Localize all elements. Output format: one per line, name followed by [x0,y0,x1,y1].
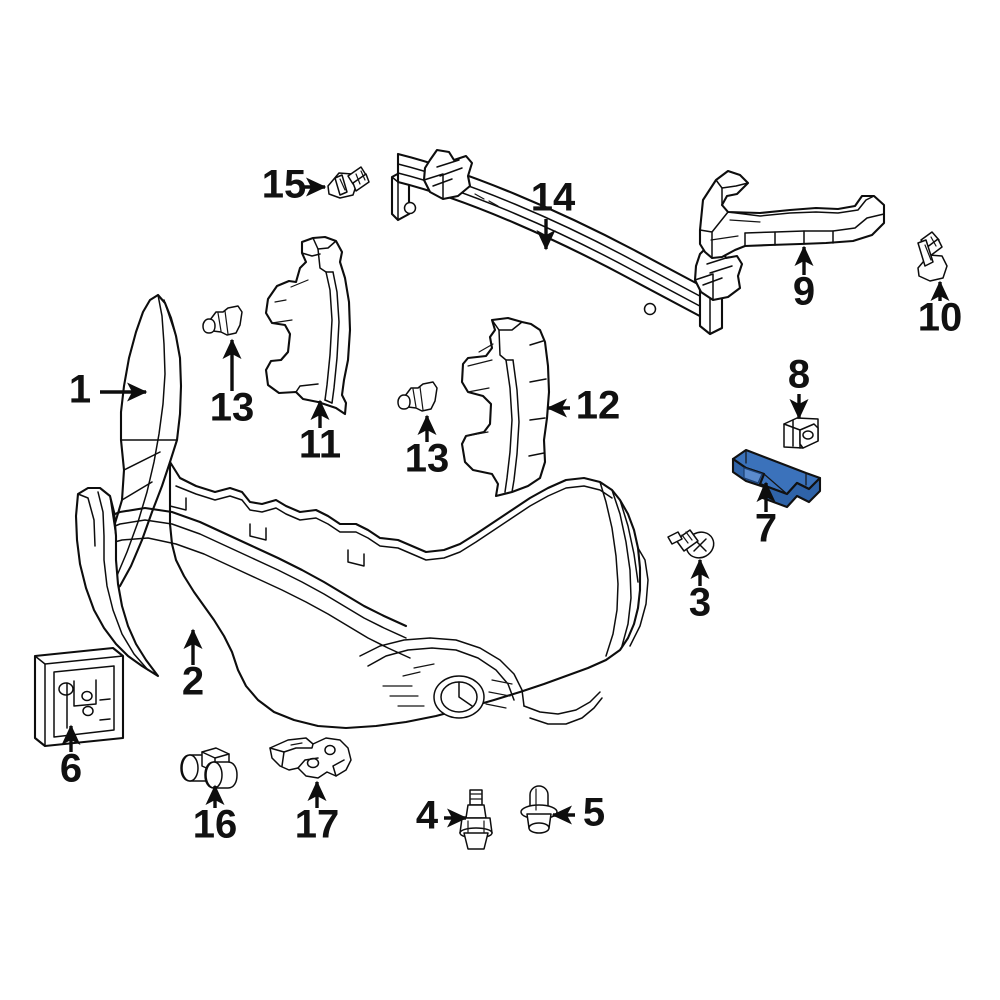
part-7-bumper-side-retainer-bracket-highlighted [731,448,822,509]
part-5-flanged-clip [520,785,558,834]
callout-label-14: 14 [531,176,576,220]
callout-label-6: 6 [60,747,82,791]
callout-label-16: 16 [193,803,238,847]
callout-label-1: 1 [69,368,91,412]
callout-label-11: 11 [299,423,341,467]
callout-label-13a: 13 [210,386,255,430]
callout-label-3: 3 [689,581,711,625]
part-1-front-bumper-cover [74,293,649,730]
callout-label-4: 4 [416,794,439,838]
callout-label-17: 17 [295,803,340,847]
part-17-sensor-mount-bracket [269,737,352,779]
part-9-right-bumper-beam-bracket [698,169,886,260]
callout-label-7: 7 [755,507,777,551]
callout-label-9: 9 [793,270,815,314]
callout-label-13b: 13 [405,437,450,481]
part-12-right-bumper-side-bracket [460,316,551,498]
callout-label-15: 15 [262,163,307,207]
callout-label-2: 2 [182,660,204,704]
part-11-left-bumper-side-bracket [264,235,352,416]
part-3-tapping-screw [667,529,715,559]
part-15-hex-flange-bolt [327,166,370,199]
callout-label-5: 5 [583,791,605,835]
callout-number-labels: 1 2 3 4 5 6 7 8 9 10 11 12 13 13 14 15 1… [60,163,962,847]
callout-label-10: 10 [918,296,963,340]
callout-label-8: 8 [788,353,810,397]
part-10-flange-bolt [917,231,948,282]
part-8-clip-nut [783,417,819,449]
callout-label-12: 12 [576,384,621,428]
part-13-push-clip-left [202,305,243,336]
callout-leaders [61,177,950,828]
part-6-license-plate-bracket [33,646,125,748]
part-4-stud-bolt [459,789,493,850]
part-13-push-clip-center [397,381,438,412]
part-16-parking-sensor [180,747,238,789]
